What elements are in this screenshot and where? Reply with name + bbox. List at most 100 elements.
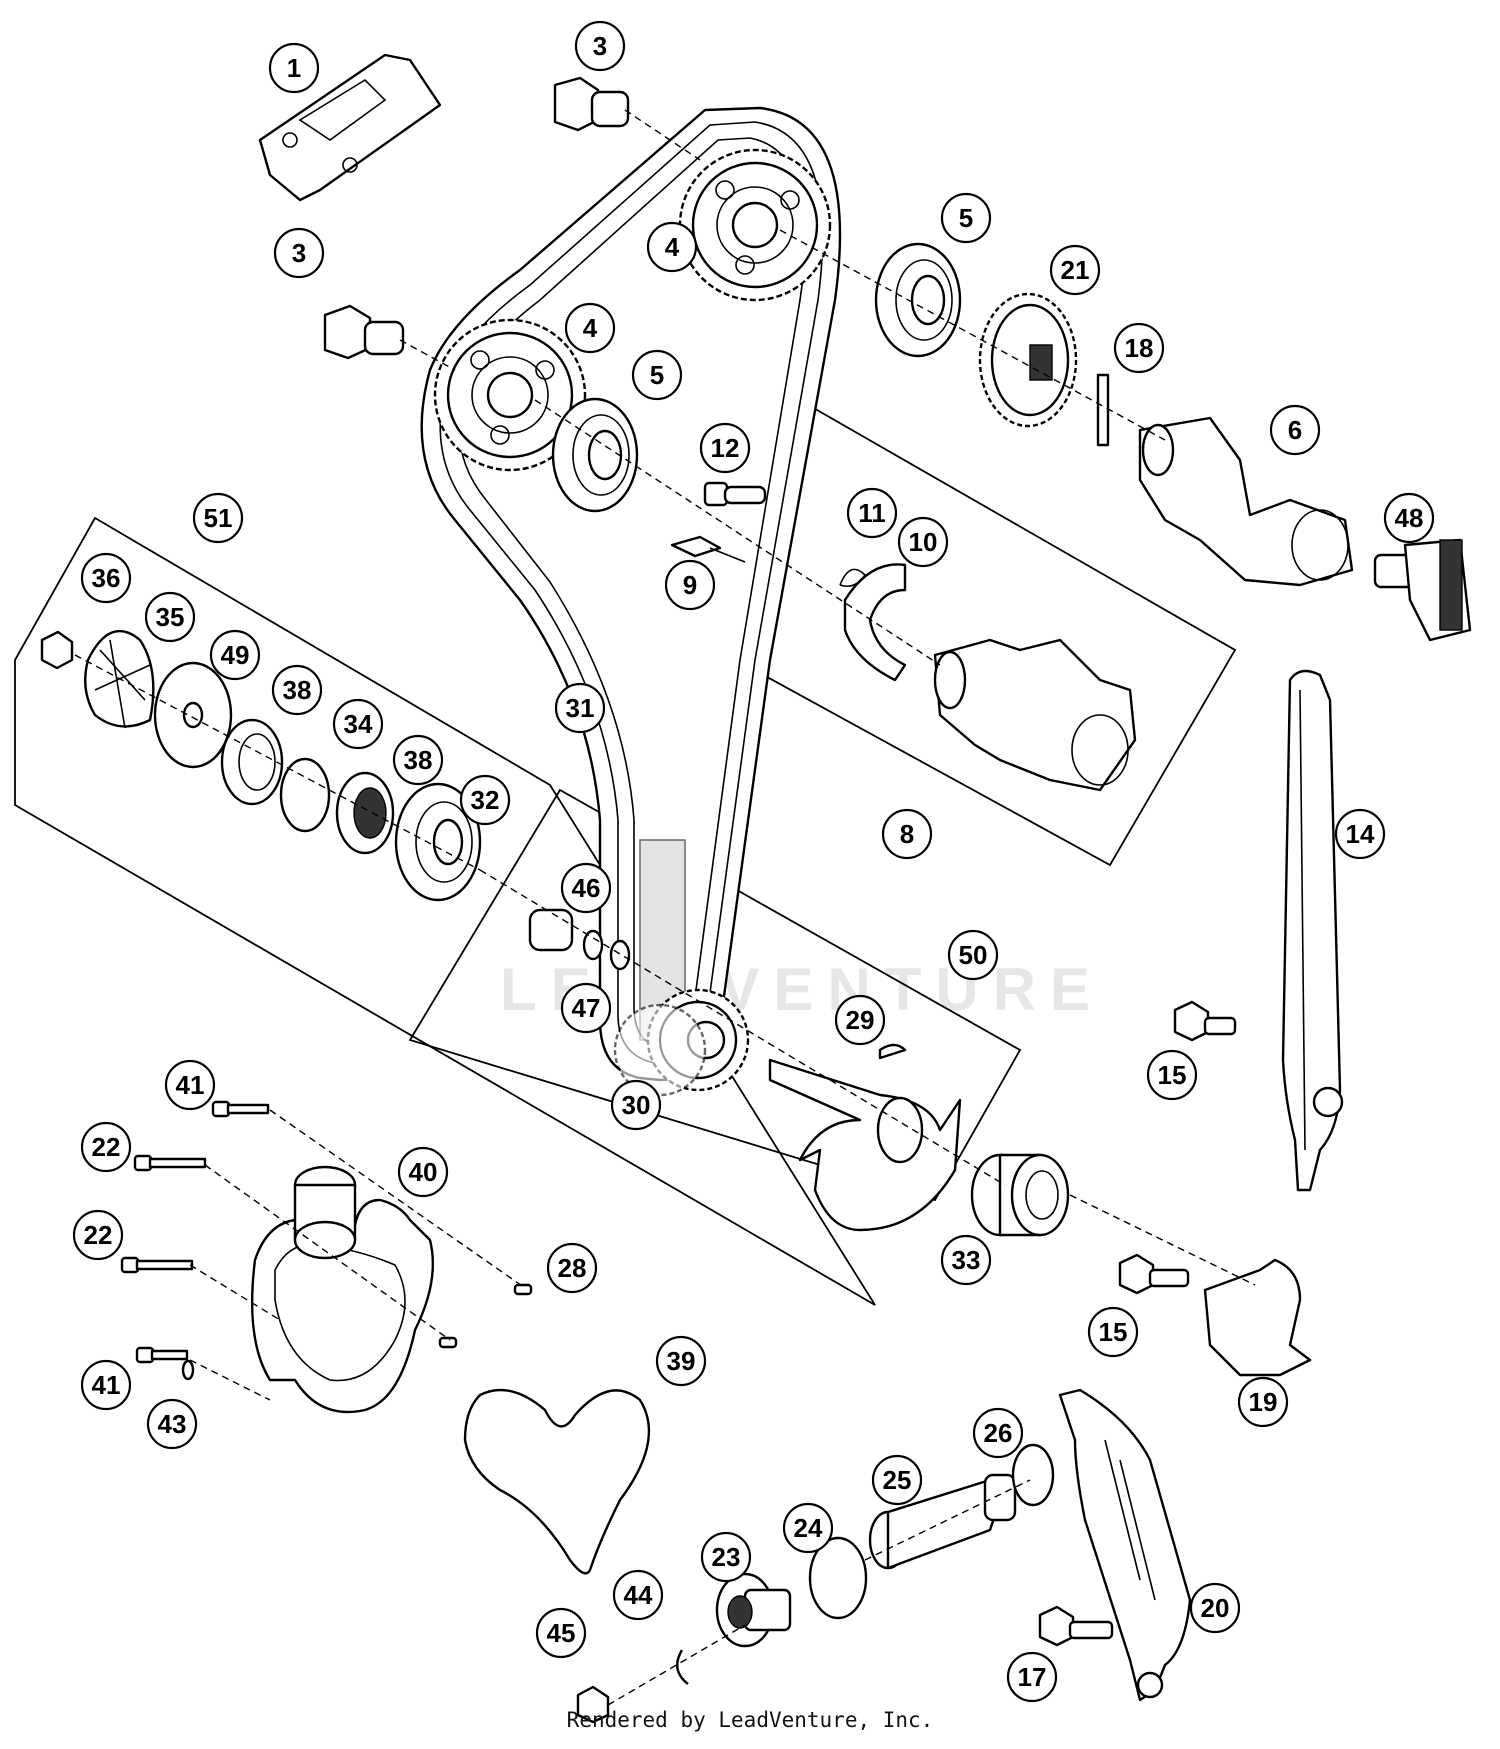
callout-30: 30: [610, 1079, 662, 1131]
retaining-clip: [670, 535, 746, 563]
svg-text:22: 22: [92, 1132, 121, 1162]
callout-41-top: 41: [164, 1059, 216, 1111]
chain-guide-rail: [1281, 669, 1344, 1192]
svg-text:3: 3: [292, 238, 306, 268]
callout-49: 49: [209, 629, 261, 681]
callout-22-top: 22: [80, 1121, 132, 1173]
callout-33: 33: [940, 1234, 992, 1286]
callout-5-upper: 5: [940, 192, 992, 244]
svg-text:31: 31: [566, 693, 595, 723]
svg-text:33: 33: [952, 1245, 981, 1275]
svg-text:26: 26: [984, 1418, 1013, 1448]
svg-text:32: 32: [471, 785, 500, 815]
leader-lines: [74, 109, 1256, 1706]
shaft-seal-ring: [220, 718, 284, 806]
balancer-shaft: [768, 1058, 962, 1232]
dowel-pin: [513, 1283, 533, 1296]
callout-38-upper: 38: [271, 664, 323, 716]
svg-text:28: 28: [558, 1253, 587, 1283]
radial-shaft-seal: [335, 771, 395, 855]
svg-text:38: 38: [404, 745, 433, 775]
callout-19: 19: [1237, 1376, 1289, 1428]
svg-text:4: 4: [665, 232, 680, 262]
svg-text:45: 45: [547, 1618, 576, 1648]
svg-text:15: 15: [1099, 1317, 1128, 1347]
screw-22-top: [133, 1154, 207, 1172]
svg-text:1: 1: [287, 53, 301, 83]
pin: [1096, 373, 1110, 447]
callout-3-top: 3: [574, 20, 626, 72]
svg-text:41: 41: [92, 1370, 121, 1400]
svg-text:6: 6: [1288, 415, 1302, 445]
callout-20: 20: [1189, 1582, 1241, 1634]
water-pump-nut: [40, 630, 74, 670]
svg-text:49: 49: [221, 640, 250, 670]
callout-15-lower: 15: [1087, 1306, 1139, 1358]
svg-text:14: 14: [1346, 819, 1375, 849]
callout-26: 26: [972, 1407, 1024, 1459]
water-pump-bearing: [394, 782, 482, 902]
callout-5-lower: 5: [631, 349, 683, 401]
svg-text:4: 4: [583, 313, 598, 343]
svg-text:5: 5: [650, 360, 664, 390]
water-pump-cover: [250, 1165, 435, 1414]
credit-text: Rendered by LeadVenture, Inc.: [566, 1708, 934, 1732]
svg-text:18: 18: [1125, 333, 1154, 363]
svg-text:9: 9: [683, 570, 697, 600]
callout-8: 8: [881, 808, 933, 860]
callout-43: 43: [146, 1398, 198, 1450]
svg-text:22: 22: [84, 1220, 113, 1250]
upper-cam-sprocket: [678, 148, 832, 302]
svg-text:17: 17: [1018, 1662, 1047, 1692]
callout-44: 44: [612, 1569, 664, 1621]
svg-text:51: 51: [204, 503, 233, 533]
tensioner-disc: [1011, 1443, 1055, 1507]
callout-39: 39: [655, 1335, 707, 1387]
svg-text:41: 41: [176, 1070, 205, 1100]
camshaft-sensor: [1373, 538, 1472, 642]
svg-text:25: 25: [883, 1465, 912, 1495]
svg-text:30: 30: [622, 1090, 651, 1120]
svg-text:23: 23: [712, 1542, 741, 1572]
svg-text:50: 50: [959, 940, 988, 970]
screw-41-top: [211, 1100, 270, 1118]
water-pump-gasket: [463, 1388, 651, 1575]
callout-50: 50: [947, 929, 999, 981]
callout-29: 29: [834, 994, 886, 1046]
guide-bolt-lower: [1118, 1253, 1190, 1295]
lower-bushing: [323, 304, 405, 360]
callout-6: 6: [1269, 404, 1321, 456]
svg-text:40: 40: [409, 1157, 438, 1187]
callout-51: 51: [192, 492, 244, 544]
decompressor-gear: [978, 292, 1078, 428]
group-box-51: [14, 516, 876, 1306]
callout-36: 36: [80, 552, 132, 604]
callout-35: 35: [144, 591, 196, 643]
callout-48: 48: [1383, 492, 1435, 544]
callout-24: 24: [782, 1502, 834, 1554]
needle-bearing: [970, 1153, 1070, 1237]
svg-text:46: 46: [572, 873, 601, 903]
tensioner-piston: [868, 1473, 1017, 1570]
svg-text:48: 48: [1395, 503, 1424, 533]
callout-40: 40: [397, 1146, 449, 1198]
upper-bushing: [553, 76, 630, 132]
svg-text:20: 20: [1201, 1593, 1230, 1623]
callout-34: 34: [332, 698, 384, 750]
group-box-50: [408, 788, 1022, 1202]
callout-9: 9: [664, 559, 716, 611]
svg-text:3: 3: [593, 31, 607, 61]
screw-41-bottom: [135, 1346, 189, 1364]
callout-22-bottom: 22: [72, 1209, 124, 1261]
callout-31: 31: [554, 682, 606, 734]
svg-text:5: 5: [959, 203, 973, 233]
tensioner-rail-lower: [1203, 1258, 1312, 1377]
snap-ring: [279, 757, 331, 833]
intake-camshaft: [933, 638, 1137, 792]
callout-23: 23: [700, 1531, 752, 1583]
callout-3-mid: 3: [273, 227, 325, 279]
svg-text:43: 43: [158, 1409, 187, 1439]
decompressor-lever: [839, 563, 907, 682]
callout-21: 21: [1049, 244, 1101, 296]
